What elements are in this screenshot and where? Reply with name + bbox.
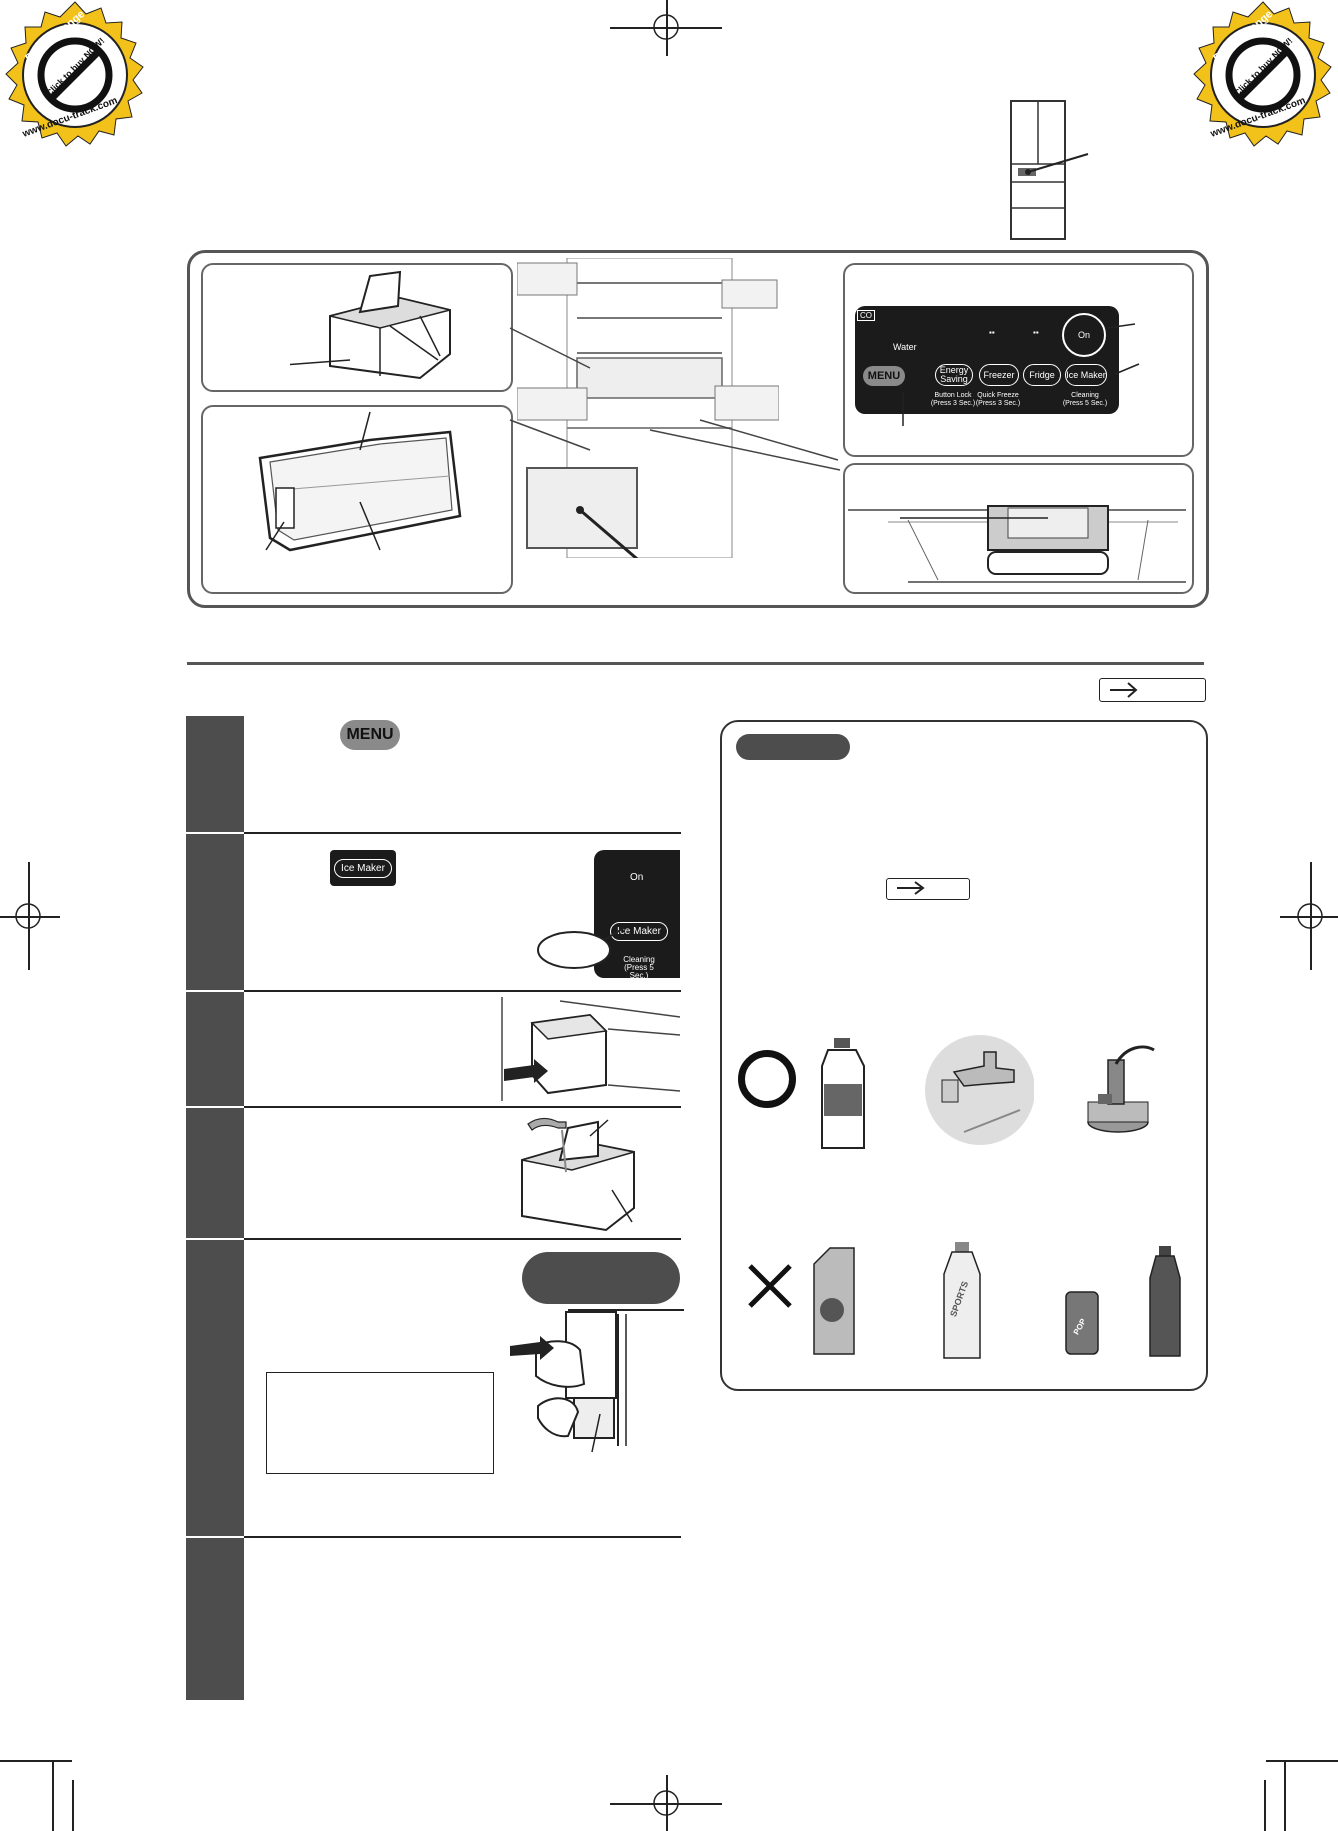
energy-saving-button[interactable]: Energy Saving [935, 364, 973, 386]
corner-mark-bl-v1 [52, 1760, 54, 1831]
registration-mark-top [653, 14, 679, 40]
juice-carton-icon [813, 1247, 855, 1355]
quick-freeze-label: Quick Freeze (Press 3 Sec.) [975, 392, 1021, 407]
corner-mark-bl-v2 [72, 1780, 74, 1831]
cleaning-label: Cleaning (Press 5 Sec.) [1062, 392, 1108, 407]
step-2-callout-bubble [537, 927, 624, 969]
on-button[interactable]: On [1062, 313, 1106, 357]
fridge-button[interactable]: Fridge [1023, 364, 1061, 386]
crop-mark-right-h [1280, 916, 1338, 918]
ice-maker-button[interactable]: Ice Maker [1065, 364, 1107, 386]
section-divider [187, 662, 1204, 665]
step-6-bar [186, 1538, 244, 1700]
corner-mark-br-v2 [1264, 1780, 1266, 1831]
tea-bottle-icon [1149, 1246, 1181, 1357]
co-indicator: CO [857, 310, 875, 321]
freezer-button[interactable]: Freezer [979, 364, 1019, 386]
well-water-icon [1087, 1045, 1155, 1133]
fridge-thumbnail-icon [1010, 100, 1089, 240]
step-divider [244, 832, 681, 834]
ice-tray-illustration [848, 505, 1186, 583]
indicator-dots-2: ▪▪ [1033, 328, 1039, 337]
registration-mark-bottom [653, 1790, 679, 1816]
pdf-xchange-badge-left[interactable]: PDF-XChange Viewer Click to buy NOW! www… [0, 0, 150, 150]
pdf-xchange-badge-icon [1193, 1, 1332, 147]
step-2-panel-ice-maker[interactable]: Ice Maker [610, 922, 668, 941]
step-5-insert-tank-illustration [510, 1309, 684, 1453]
step-1-bar [186, 716, 244, 832]
step-3-remove-tank-illustration [501, 997, 681, 1101]
ice-bin-illustration [258, 411, 462, 552]
ng-symbol-icon [748, 1264, 792, 1308]
indicator-dots-1: ▪▪ [989, 328, 995, 337]
guidance-title-badge [736, 734, 850, 760]
step-2-bar [186, 834, 244, 990]
corner-mark-br-h [1266, 1760, 1338, 1762]
guidance-page-reference [886, 878, 970, 900]
step-4-bar [186, 1108, 244, 1238]
step-5-dark-badge [522, 1252, 680, 1304]
menu-button[interactable]: MENU [863, 366, 905, 386]
fridge-open-illustration [517, 258, 779, 558]
button-lock-label: Button Lock (Press 3 Sec.) [930, 392, 976, 407]
step-1-menu-button[interactable]: MENU [340, 720, 400, 750]
corner-mark-bl-h [0, 1760, 72, 1762]
step-4-fill-tank-illustration [521, 1117, 635, 1232]
step-divider [244, 990, 681, 992]
corner-mark-br-v1 [1284, 1760, 1286, 1831]
arrow-right-icon [1110, 682, 1138, 698]
pdf-xchange-badge-icon [5, 1, 144, 147]
step-2-cleaning-label: Cleaning (Press 5 Sec.) [623, 955, 655, 980]
step-5-bar [186, 1240, 244, 1536]
page-reference-box [1099, 678, 1206, 702]
control-panel: CO Water ▪▪ ▪▪ On MENU Energy Saving Fre… [855, 306, 1119, 414]
step-5-note-box [266, 1372, 494, 1474]
crop-mark-top-h [610, 27, 722, 29]
step-divider [244, 1106, 681, 1108]
crop-mark-left-h [0, 916, 60, 918]
sports-drink-bottle-icon: SPORTS [943, 1242, 981, 1359]
step-3-bar [186, 992, 244, 1106]
step-divider [244, 1238, 681, 1240]
step-2-ice-maker-key: Ice Maker [330, 850, 396, 886]
mineral-water-bottle-icon [821, 1038, 865, 1149]
registration-mark-left [15, 903, 41, 929]
water-indicator-label: Water [893, 342, 917, 352]
pdf-xchange-badge-right[interactable]: PDF-XChange Viewer Click to buy NOW! www… [1188, 0, 1338, 150]
registration-mark-right [1297, 903, 1323, 929]
crop-mark-bottom-h [610, 1803, 722, 1805]
ok-symbol [738, 1050, 796, 1108]
soda-can-icon: POP [1065, 1291, 1099, 1355]
control-panel-leaders [902, 323, 1140, 426]
connector-lines [509, 327, 841, 471]
step-2-ice-maker-button[interactable]: Ice Maker [334, 858, 392, 878]
step-divider [244, 1536, 681, 1538]
tap-water-icon [925, 1035, 1034, 1145]
water-tank-illustration [290, 270, 451, 380]
step-2-on-label: On [630, 872, 644, 883]
arrow-right-icon [897, 881, 925, 895]
